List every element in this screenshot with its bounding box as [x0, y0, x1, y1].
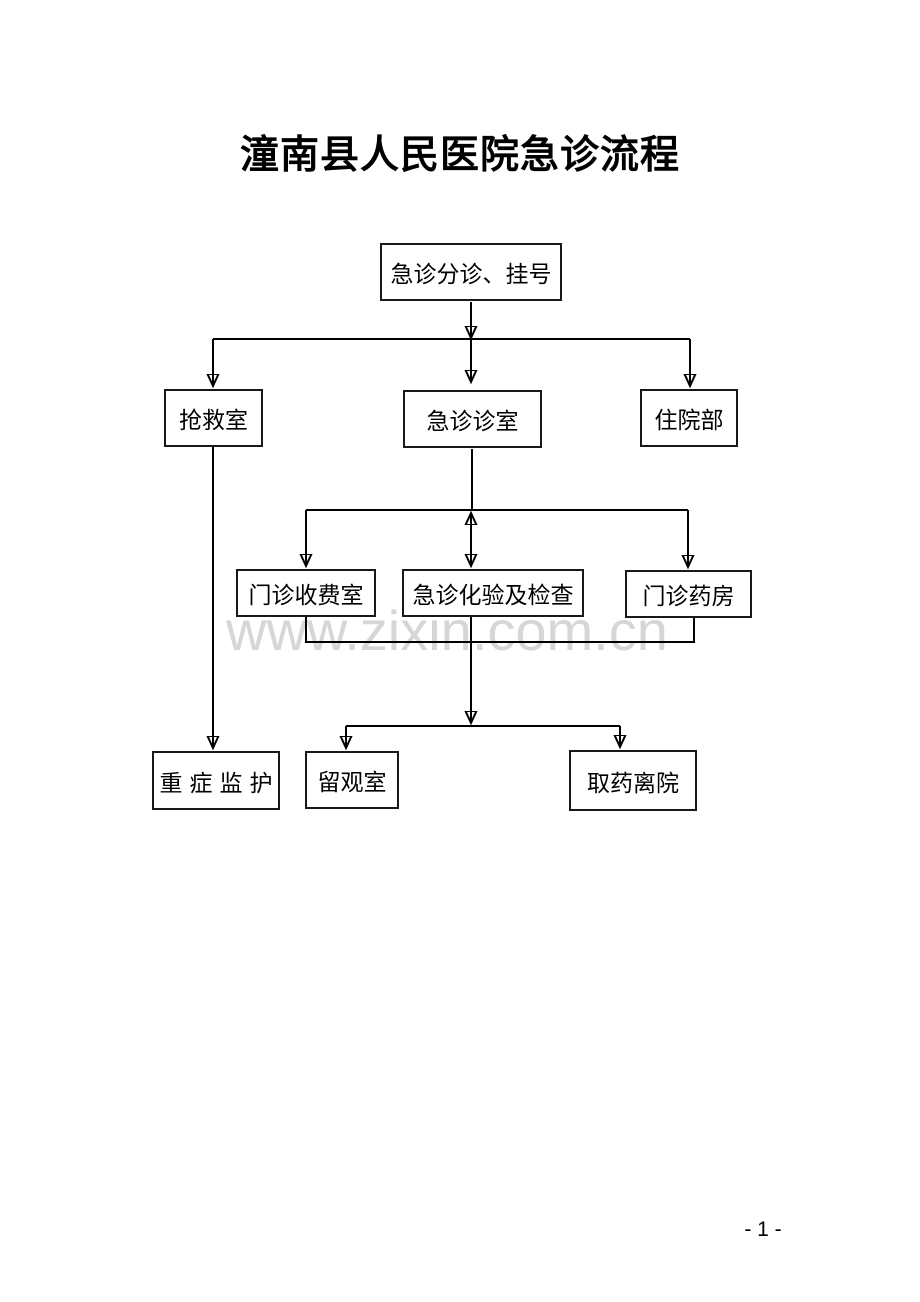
node-outpatient-fee-office: 门诊收费室 — [236, 569, 376, 617]
node-emergency-lab-and-exam: 急诊化验及检查 — [402, 569, 584, 617]
page-number: - 1 - — [744, 1218, 782, 1241]
node-emergency-triage-registration: 急诊分诊、挂号 — [380, 243, 562, 301]
node-observation-room: 留观室 — [305, 751, 399, 809]
node-intensive-care: 重症监护 — [152, 751, 280, 810]
node-inpatient-department: 住院部 — [640, 389, 738, 447]
node-emergency-consulting-room: 急诊诊室 — [403, 390, 542, 448]
page-title: 潼南县人民医院急诊流程 — [239, 134, 680, 177]
node-dispense-and-discharge: 取药离院 — [569, 750, 697, 811]
node-outpatient-pharmacy: 门诊药房 — [625, 570, 752, 618]
node-rescue-room: 抢救室 — [164, 389, 263, 447]
